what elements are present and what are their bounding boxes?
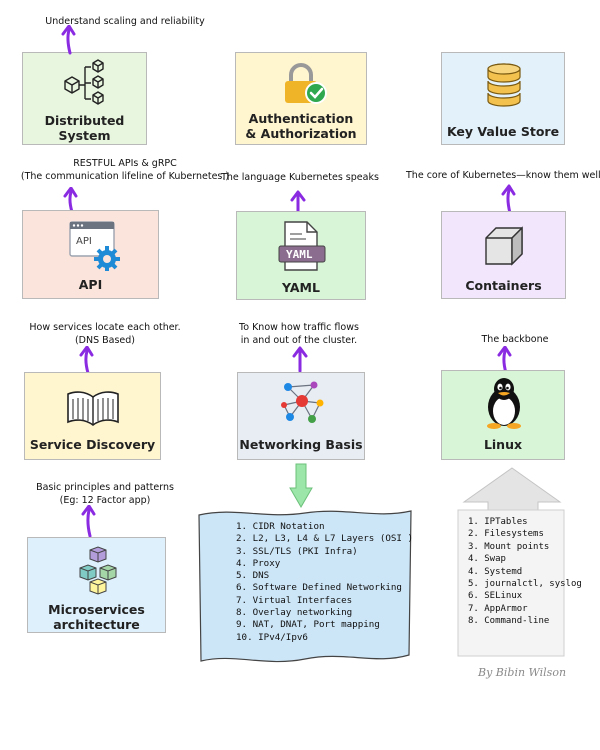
linux-list: 1. IPTables 2. Filesystems 3. Mount poin…	[468, 516, 582, 628]
yaml-file-icon: YAML	[278, 221, 326, 271]
api-note: RESTFUL APIs & gRPC(The communication li…	[20, 158, 230, 182]
author-signature: By Bibin Wilson	[478, 666, 567, 679]
cubes-network-icon	[64, 59, 104, 105]
service-discovery-card: Service Discovery	[24, 372, 161, 460]
kv-store-card: Key Value Store	[441, 52, 565, 145]
linux-title: Linux	[483, 437, 523, 452]
containers-title: Containers	[465, 278, 542, 293]
list-item: 4. Systemd	[468, 566, 523, 577]
list-item: 1. IPTables	[468, 517, 528, 527]
list-item: 4. Proxy	[236, 557, 281, 569]
networking-expand-arrow	[289, 463, 313, 508]
yaml-arrow	[290, 190, 306, 214]
linux-card: Linux	[441, 370, 565, 460]
database-icon	[487, 63, 521, 107]
padlock-check-icon	[285, 63, 327, 104]
microservices-arrow	[81, 505, 96, 537]
networking-list-shape	[198, 510, 412, 663]
service-discovery-note: How services locate each other.(DNS Base…	[29, 322, 181, 346]
distributed-arrow	[61, 25, 76, 55]
container-cube-icon	[485, 226, 523, 266]
api-title: API	[78, 277, 103, 292]
api-card: API API	[22, 210, 159, 299]
stacked-cubes-icon	[79, 546, 117, 595]
list-item: 2. Filesystems	[468, 529, 544, 540]
networking-arrow	[292, 346, 308, 372]
linux-note: The backbone	[481, 334, 549, 345]
list-item: 5. DNS	[236, 570, 270, 582]
auth-card: Authentication& Authorization	[235, 52, 367, 145]
list-item: 6. Software Defined Networking	[236, 582, 402, 594]
list-item: 3. Mount points	[468, 541, 550, 552]
list-item: 1. CIDR Notation	[236, 521, 325, 532]
list-item: 8. Command-line	[468, 616, 550, 627]
microservices-note: Basic principles and patterns(Eg: 12 Fac…	[36, 482, 174, 506]
network-graph-icon	[281, 381, 324, 423]
list-item: 8. Overlay networking	[236, 607, 353, 619]
auth-title: Authentication& Authorization	[245, 111, 357, 141]
service-discovery-arrow	[79, 346, 94, 374]
list-item: 6. SELinux	[468, 591, 523, 602]
yaml-title: YAML	[282, 280, 320, 295]
list-item: 10. IPv4/Ipv6	[236, 631, 308, 643]
containers-arrow	[501, 184, 516, 214]
list-item: 2. L2, L3, L4 & L7 Layers (OSI )	[236, 533, 414, 545]
svg-text:YAML: YAML	[286, 248, 313, 261]
list-item: 7. Virtual Interfaces	[236, 594, 353, 606]
service-discovery-title: Service Discovery	[29, 437, 156, 452]
api-gear-icon: API	[69, 221, 120, 271]
kv-store-title: Key Value Store	[446, 124, 560, 139]
yaml-note: The language Kubernetes speaks	[221, 172, 379, 183]
networking-card: Networking Basis	[237, 372, 365, 460]
containers-note: The core of Kubernetes—know them well	[406, 170, 600, 181]
linux-list-callout	[457, 467, 565, 657]
distributed-note: Understand scaling and reliability	[45, 16, 205, 27]
tux-penguin-icon	[487, 378, 521, 429]
list-item: 3. SSL/TLS (PKI Infra)	[236, 545, 358, 557]
networking-title: Networking Basis	[239, 437, 363, 452]
networking-list: 1. CIDR Notation 2. L2, L3, L4 & L7 Laye…	[236, 521, 413, 644]
open-book-icon	[67, 391, 119, 426]
containers-card: Containers	[441, 211, 566, 299]
svg-text:API: API	[76, 236, 92, 247]
list-item: 4. Swap	[468, 554, 506, 565]
list-item: 5. journalctl, syslog	[468, 579, 582, 590]
list-item: 7. AppArmor	[468, 603, 528, 614]
yaml-card: YAML YAML	[236, 211, 366, 300]
list-item: 9. NAT, DNAT, Port mapping	[236, 619, 380, 631]
